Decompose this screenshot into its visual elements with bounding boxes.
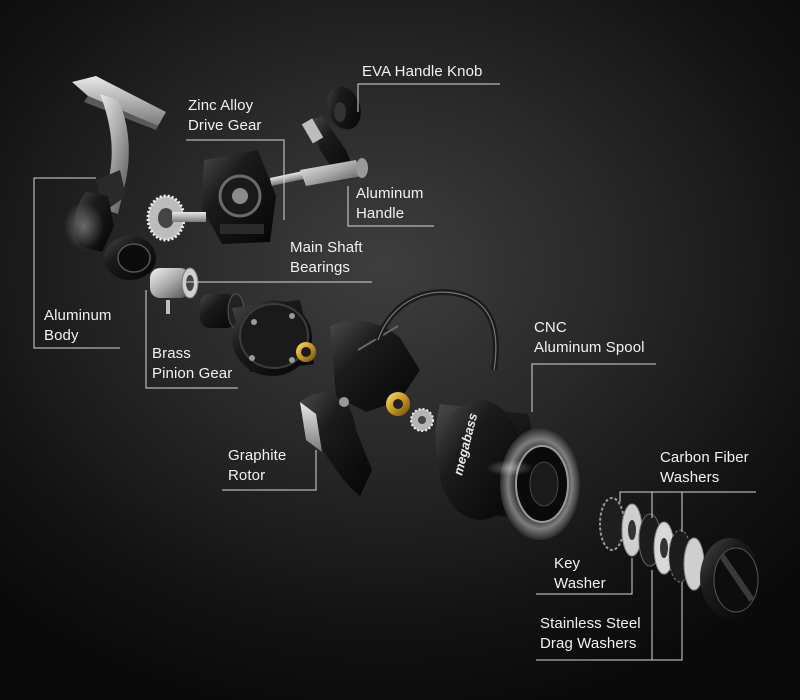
drag-knob-part [700,538,760,618]
label-stainless-steel-drag-washers: Stainless Steel Drag Washers [540,615,641,652]
leader-key-washer [536,558,633,595]
drive-gear-plate-part [202,150,276,244]
rotor-housing-part [232,300,316,376]
leader-aluminum-handle [347,186,434,227]
drive-gear-part [146,194,206,242]
body-cap-part [104,236,156,280]
leader-aluminum-body [33,177,120,349]
leader-eva-handle-knob [357,83,500,112]
leader-drive-gear [186,139,285,220]
label-aluminum-body: Aluminum Body [44,307,112,344]
leader-lines [33,83,756,661]
label-zinc-alloy-drive-gear: Zinc Alloy Drive Gear [188,97,262,134]
spool-part: megabass [435,400,580,540]
leader-brass-pinion-gear [145,290,238,389]
leader-stainless-drag-washers [536,582,683,661]
brass-roller-part [386,392,434,432]
label-eva-handle-knob: EVA Handle Knob [362,63,483,80]
handle-assembly-part [270,86,368,186]
washer-stack-part [599,497,705,591]
label-carbon-fiber-washers: Carbon Fiber Washers [660,449,749,486]
main-shaft-bearings-part [150,267,199,314]
leader-graphite-rotor [222,450,317,491]
label-main-shaft-bearings: Main Shaft Bearings [290,239,363,276]
leader-carbon-fiber-washers [619,491,756,502]
label-graphite-rotor: Graphite Rotor [228,447,287,484]
aluminum-body-part [64,76,166,252]
label-cnc-aluminum-spool: CNC Aluminum Spool [534,319,645,356]
label-key-washer: Key Washer [554,555,606,592]
leader-cnc-aluminum-spool [531,363,656,412]
label-aluminum-handle: Aluminum Handle [356,185,424,222]
label-brass-pinion-gear: Brass Pinion Gear [152,345,233,382]
